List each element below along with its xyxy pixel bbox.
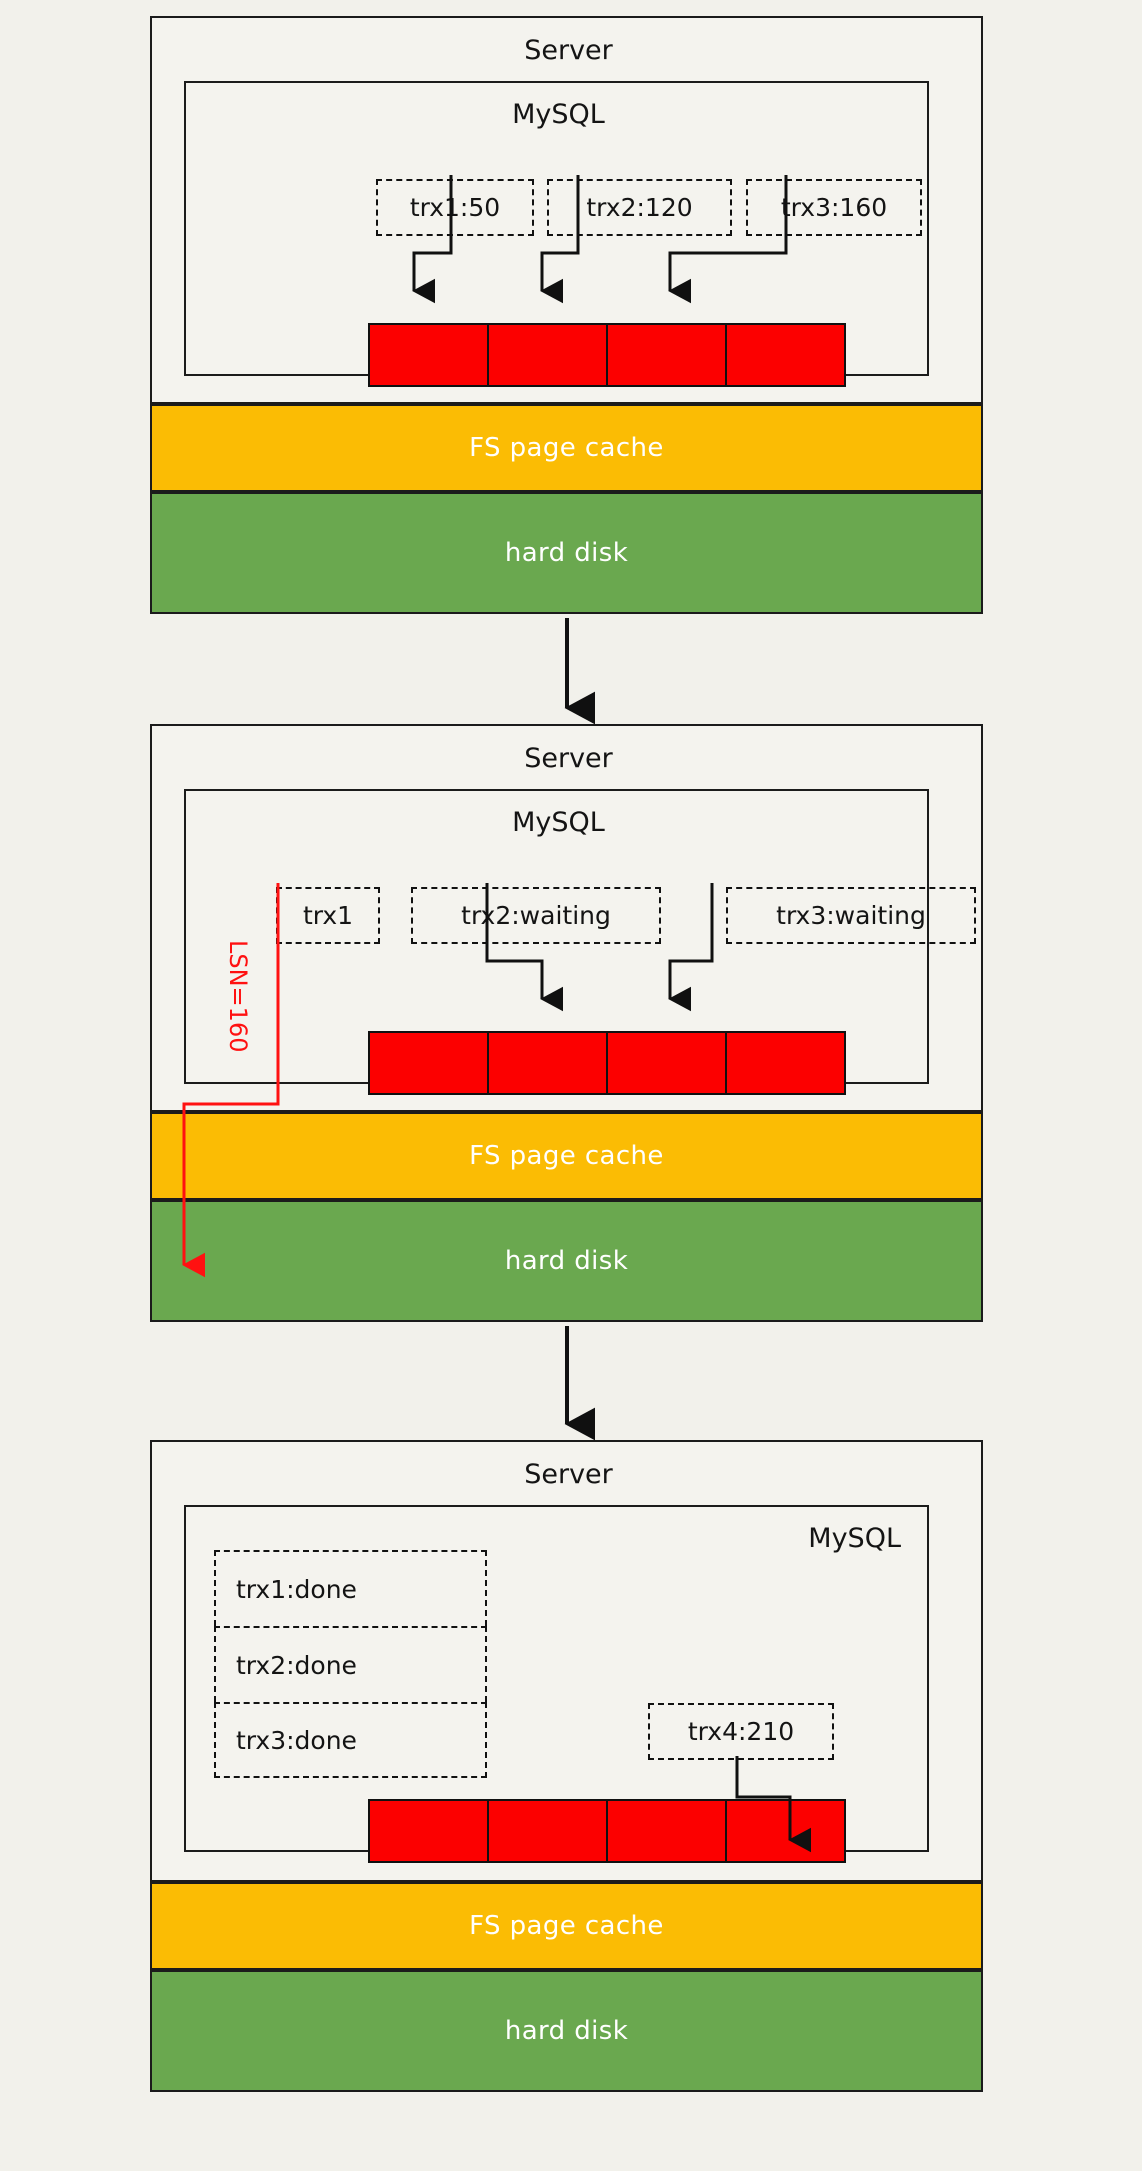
stage-2-mysql-label: MySQL	[512, 807, 605, 838]
stage-1-trx-3-label: trx3:160	[780, 193, 888, 222]
stage-3-trx-done-2[interactable]: trx2:done	[214, 1626, 487, 1702]
stage-2-mysql-box: MySQL trx1 trx2:waiting trx3:waiting	[184, 789, 976, 1095]
stage-2-server-label: Server	[524, 743, 613, 774]
stage-2-trx-3[interactable]: trx3:waiting	[726, 887, 976, 944]
stage-1-trx-1-label: trx1:50	[409, 193, 501, 222]
stage-3-trx-4-label: trx4:210	[687, 1717, 795, 1746]
stage-2-log-cell	[489, 1033, 608, 1093]
stage-1-redo-log-bar	[368, 323, 846, 387]
stage-2-fs-page-cache-label: FS page cache	[469, 1141, 664, 1171]
stage-3-trx-done-3-label: trx3:done	[236, 1725, 357, 1755]
stage-3-trx-done-3[interactable]: trx3:done	[214, 1702, 487, 1778]
stage-3-fs-page-cache-label: FS page cache	[469, 1911, 664, 1941]
stage-3-trx-done-1-label: trx1:done	[236, 1574, 357, 1604]
stage-2-trx-1-label: trx1	[302, 901, 354, 930]
stage-3-log-cell	[370, 1801, 489, 1861]
stage-1-hard-disk-label: hard disk	[504, 538, 629, 568]
stage-2-trx-2-label: trx2:waiting	[461, 901, 611, 930]
stage-1-server-panel: Server MySQL trx1:50 trx2:120 trx3:160	[150, 16, 983, 404]
stage-1-fs-page-cache-label: FS page cache	[469, 433, 664, 463]
stage-3-mysql-label: MySQL	[808, 1523, 901, 1554]
stage-3-server-panel: Server MySQL trx1:done trx2:done trx3:do…	[150, 1440, 983, 1882]
stage-1-log-cell	[608, 325, 727, 385]
stage-3-log-cell	[727, 1801, 844, 1861]
stage-2-hard-disk-label: hard disk	[504, 1246, 629, 1276]
stage-1-log-cell	[489, 325, 608, 385]
stage-1-log-cell	[370, 325, 489, 385]
stage-2-trx-1[interactable]: trx1	[276, 887, 380, 944]
stage-1-trx-2-label: trx2:120	[586, 193, 693, 222]
stage-2-lsn-label: LSN=160	[224, 940, 252, 1053]
stage-2-hard-disk: hard disk	[150, 1200, 983, 1322]
stage-1-log-cell	[727, 325, 844, 385]
stage-2-log-cell	[370, 1033, 489, 1093]
stage-2-log-cell	[727, 1033, 844, 1093]
stage-2-fs-page-cache: FS page cache	[150, 1112, 983, 1200]
stage-3-trx-done-1[interactable]: trx1:done	[214, 1550, 487, 1626]
stage-1-server-label: Server	[524, 35, 613, 66]
stage-2-redo-log-bar	[368, 1031, 846, 1095]
stage-2-server-panel: Server MySQL trx1 trx2:waiting trx3:wait…	[150, 724, 983, 1112]
stage-3-server-label: Server	[524, 1459, 613, 1490]
stage-1-mysql-label: MySQL	[512, 99, 605, 130]
stage-3-fs-page-cache: FS page cache	[150, 1882, 983, 1970]
stage-2-trx-3-label: trx3:waiting	[776, 901, 926, 930]
stage-3-hard-disk-label: hard disk	[504, 2016, 629, 2046]
stage-1-mysql-box: MySQL trx1:50 trx2:120 trx3:160	[184, 81, 929, 387]
stage-3-log-cell	[489, 1801, 608, 1861]
stage-3-hard-disk: hard disk	[150, 1970, 983, 2092]
stage-2-trx-2[interactable]: trx2:waiting	[411, 887, 661, 944]
stage-1-trx-2[interactable]: trx2:120	[547, 179, 732, 236]
stage-1-trx-1[interactable]: trx1:50	[376, 179, 534, 236]
stage-3-trx-done-2-label: trx2:done	[236, 1650, 357, 1680]
stage-3-trx-4[interactable]: trx4:210	[648, 1703, 834, 1760]
stage-3-redo-log-bar	[368, 1799, 846, 1863]
stage-3-log-cell	[608, 1801, 727, 1861]
stage-1-trx-3[interactable]: trx3:160	[746, 179, 922, 236]
stage-1-fs-page-cache: FS page cache	[150, 404, 983, 492]
stage-1-hard-disk: hard disk	[150, 492, 983, 614]
stage-2-log-cell	[608, 1033, 727, 1093]
stage-3-mysql-box: MySQL trx1:done trx2:done trx3:done trx4…	[184, 1505, 929, 1863]
